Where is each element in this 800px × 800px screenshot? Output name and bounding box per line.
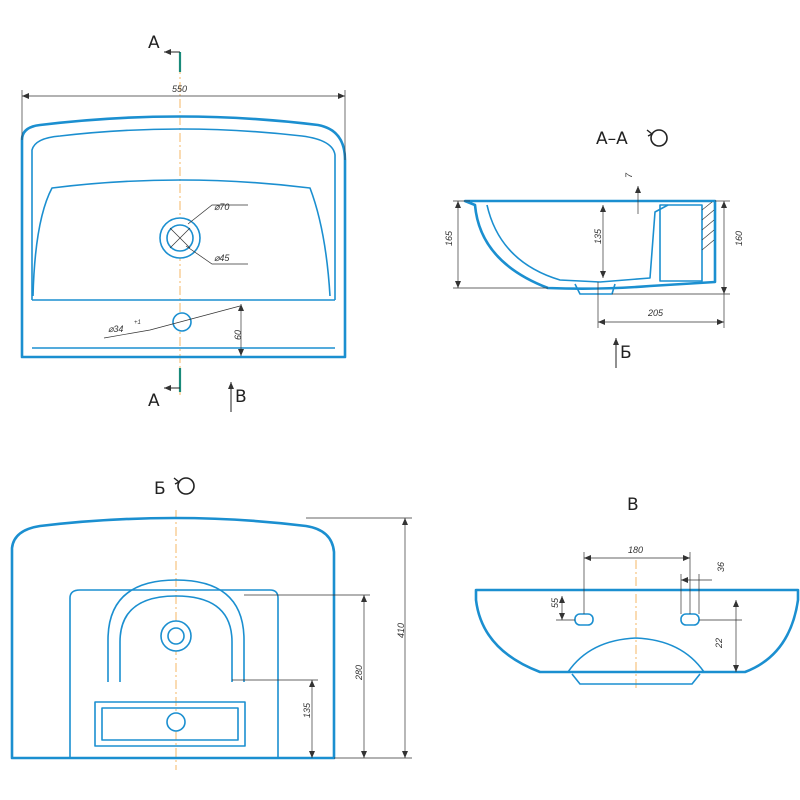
b-hole-height-value: 135 [302, 702, 312, 718]
v-mount-hole-right [680, 613, 700, 626]
b-arch-inner [119, 595, 233, 682]
view-v-title: В [627, 495, 639, 515]
top-overflow-tolerance: +1 [134, 320, 141, 326]
b-front-panel-inner [101, 707, 239, 741]
section-body-outline [463, 199, 717, 290]
section-bowl [486, 204, 669, 283]
v-bottom-cutout [540, 637, 745, 673]
v-hole-h-value: 55 [550, 597, 560, 608]
section-view: A–A 165 135 7 160 [444, 129, 744, 368]
v-base [571, 673, 701, 685]
v-hole-w-value: 36 [716, 562, 726, 572]
v-hole-bottom-value: 22 [714, 638, 724, 649]
top-outer-outline [20, 115, 347, 359]
top-hole-outer-leader [187, 204, 248, 225]
top-overflow-offset-value: 60 [233, 330, 243, 340]
b-height-value: 410 [396, 623, 406, 638]
rotation-circle-icon [173, 477, 195, 495]
section-label-top: A [148, 33, 160, 53]
top-drain-inner [166, 224, 194, 252]
v-span-value: 180 [628, 545, 643, 555]
section-rear-wall [659, 204, 703, 282]
b-outer-outline [10, 516, 336, 760]
section-label-bottom: A [148, 391, 160, 411]
v-mount-hole-left [574, 613, 594, 626]
view-v-label: В [235, 387, 247, 407]
b-drain-outer [160, 620, 192, 652]
sect-height-right-value: 160 [734, 231, 744, 246]
top-overflow-leader [103, 305, 241, 339]
top-hole-inner-leader [185, 245, 248, 265]
section-drain-tabs [574, 283, 616, 295]
top-drain-cross2 [169, 227, 191, 249]
v-outer-outline [474, 588, 800, 674]
top-hole-outer-value: ⌀70 [214, 202, 229, 212]
sect-bowl-depth-value: 135 [593, 228, 603, 244]
view-v: В 180 36 55 22 [474, 495, 800, 690]
top-view: 550 ⌀70 ⌀45 ⌀34 +1 60 A A В [20, 33, 347, 412]
sect-height-left-value: 165 [444, 230, 454, 246]
view-b-title: Б [154, 479, 166, 499]
b-overflow-hole [166, 712, 186, 732]
top-overflow-hole [172, 312, 192, 332]
top-width-value: 550 [172, 84, 187, 94]
rotation-circle-icon [646, 129, 668, 147]
sect-drain-offset-value: 205 [647, 308, 664, 318]
b-drain-inner [167, 627, 185, 645]
b-arch-outer [107, 579, 245, 682]
sect-rim-value: 7 [624, 172, 634, 178]
top-bowl [32, 179, 331, 297]
b-inner-height-value: 280 [354, 665, 364, 681]
section-title: A–A [596, 129, 628, 149]
top-overflow-value: ⌀34 [108, 324, 123, 334]
top-inner-rim [31, 128, 336, 300]
b-front-panel [94, 701, 246, 747]
section-hatch [701, 201, 715, 251]
view-b: Б 410 280 135 [10, 477, 412, 770]
top-hole-inner-value: ⌀45 [214, 253, 230, 263]
view-b-marker: Б [620, 343, 632, 363]
